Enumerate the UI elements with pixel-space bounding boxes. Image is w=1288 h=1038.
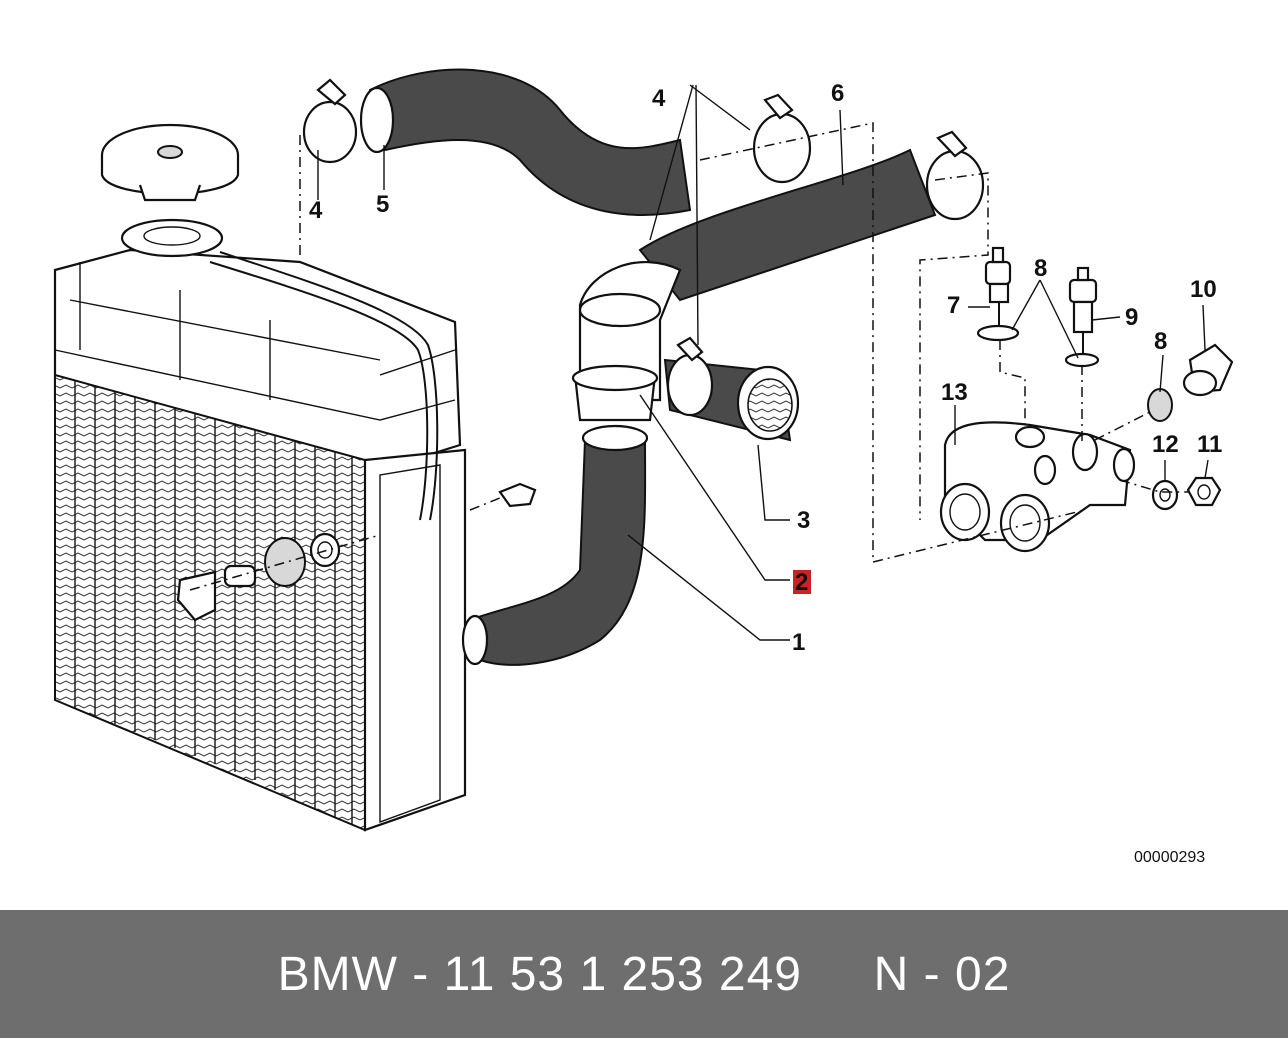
footer-bar: BMW - 11 53 1 253 249 N - 02 [0,910,1288,1038]
thermostat-housing-13 [939,421,1136,553]
hose-clamp-right [925,130,985,221]
callout-6: 6 [831,80,844,107]
part-number-caption: BMW - 11 53 1 253 249 N - 02 [277,947,1011,1001]
leader-lines [299,84,1209,641]
callout-2: 2 [795,569,808,596]
sensor-10 [1182,343,1234,397]
mounting-hardware [176,532,381,622]
nut-11 [1186,476,1222,507]
callout-7: 7 [947,292,960,319]
callout-8-right: 8 [1154,328,1167,355]
radiator-cap [100,123,240,258]
washer-8-right [1147,388,1173,422]
callout-3: 3 [797,507,810,534]
callout-8-top: 8 [1034,255,1047,282]
callout-13: 13 [941,379,968,406]
diagram-reference-number: 00000293 [1134,849,1205,866]
callout-2-highlight [793,570,811,594]
callout-4-left: 4 [309,197,323,224]
temp-sensor-9 [1068,266,1098,355]
callout-11: 11 [1197,431,1222,458]
washer-8-mid [1064,352,1100,368]
pipe-fitting-2 [571,261,682,422]
temp-sensor-7 [984,246,1012,330]
parts-diagram: 4 6 4 5 8 10 7 9 8 13 12 11 3 2 1 000002… [53,68,1234,866]
callout-10: 10 [1190,276,1217,303]
callout-12: 12 [1152,431,1179,458]
callout-labels: 4 6 4 5 8 10 7 9 8 13 12 11 3 2 1 000002… [309,80,1222,866]
hose-clamp-4-left [302,78,358,164]
hose-clamp-4-lower [666,336,714,417]
lower-hose-1 [461,424,649,666]
callout-1: 1 [792,629,805,656]
callout-5: 5 [376,191,389,218]
callout-9: 9 [1125,304,1138,331]
upper-hose-5 [359,68,692,216]
washer-12 [1151,479,1179,511]
washer-8-left [976,324,1020,342]
hose-6 [638,148,937,302]
mounting-screw [469,482,537,511]
radiator [53,248,467,832]
hose-clamp-4-upper [752,93,812,184]
callout-4-top: 4 [652,85,666,112]
